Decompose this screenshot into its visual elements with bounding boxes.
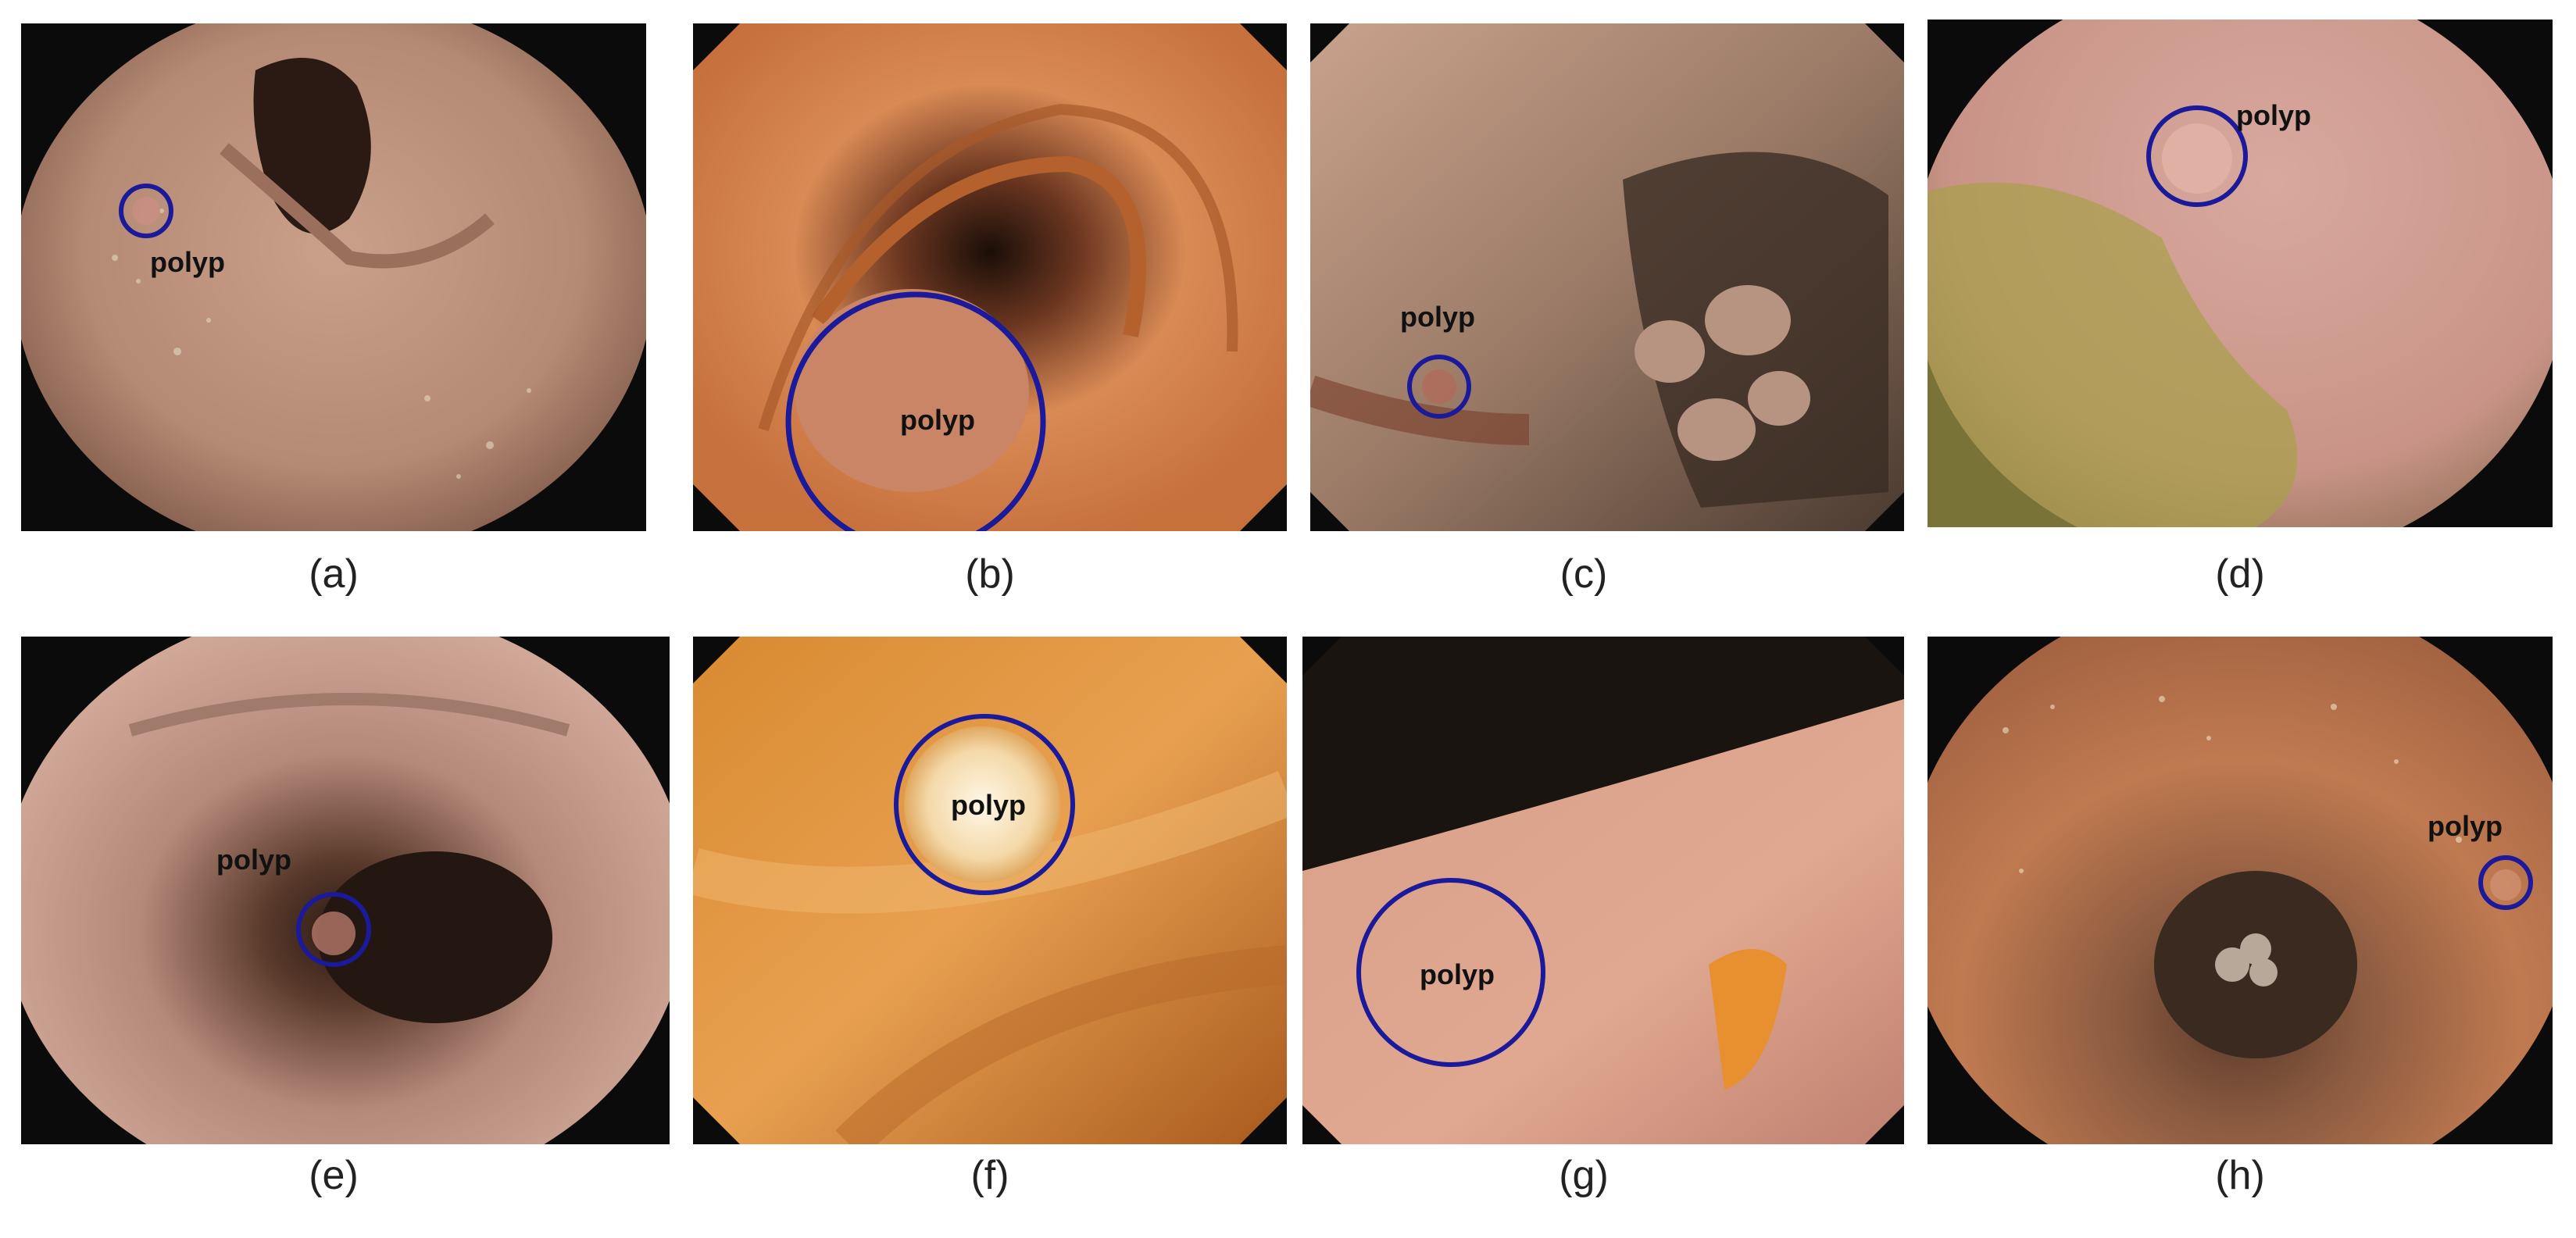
polyp-label: polyp xyxy=(900,404,975,436)
panel-caption-h: (h) xyxy=(2215,1153,2265,1198)
polyp-marker-circle xyxy=(785,291,1046,531)
polyp-marker-circle xyxy=(2146,105,2248,207)
panel-caption-g: (g) xyxy=(1559,1153,1609,1198)
polyp-marker-circle xyxy=(1356,878,1545,1067)
endoscopy-image-e: polyp xyxy=(21,637,670,1144)
panel-caption-f: (f) xyxy=(970,1153,1009,1198)
panel-caption-a: (a) xyxy=(309,551,359,597)
polyp-marker-circle xyxy=(1407,355,1471,419)
endoscopy-image-h: polyp xyxy=(1928,637,2553,1144)
endoscopy-image-g: polyp xyxy=(1302,637,1904,1144)
polyp-label: polyp xyxy=(2236,99,2311,131)
polyp-label: polyp xyxy=(1400,301,1475,333)
panel-caption-d: (d) xyxy=(2215,551,2265,597)
polyp-marker-circle xyxy=(894,714,1075,895)
endoscopy-image-f: polyp xyxy=(693,637,1287,1144)
polyp-label: polyp xyxy=(1420,958,1495,990)
polyp-label: polyp xyxy=(150,246,225,278)
panel-caption-b: (b) xyxy=(965,551,1015,597)
endoscopy-image-b: polyp xyxy=(693,23,1287,531)
polyp-marker-circle xyxy=(119,184,173,238)
endoscopy-image-c: polyp xyxy=(1310,23,1904,531)
panel-caption-e: (e) xyxy=(309,1153,359,1198)
polyp-marker-circle xyxy=(296,892,371,967)
panel-caption-c: (c) xyxy=(1560,551,1608,597)
endoscopy-image-a: polyp xyxy=(21,23,646,531)
polyp-label: polyp xyxy=(216,844,291,876)
polyp-label: polyp xyxy=(2428,810,2503,842)
polyp-label: polyp xyxy=(951,789,1026,821)
endoscopy-image-d: polyp xyxy=(1928,20,2553,527)
polyp-marker-circle xyxy=(2478,855,2533,910)
